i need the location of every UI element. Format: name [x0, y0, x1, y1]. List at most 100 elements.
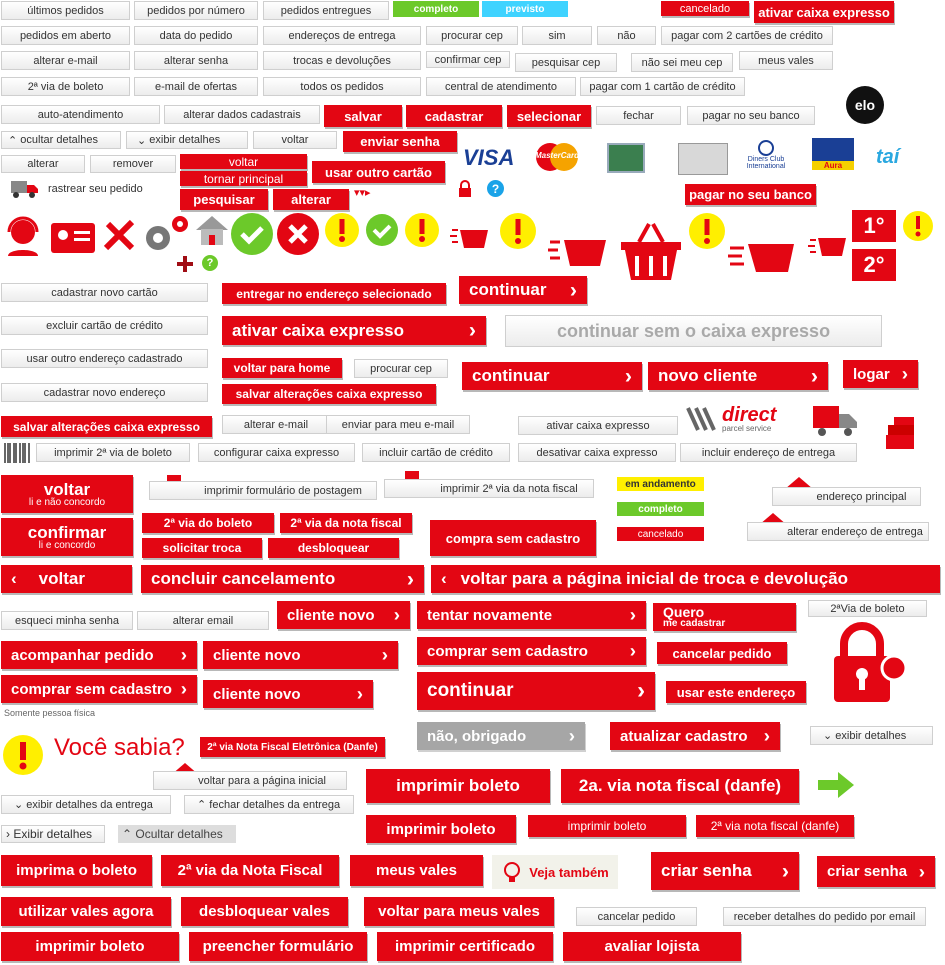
- fechar-button[interactable]: fechar: [596, 106, 681, 125]
- usar-este-endereco-button[interactable]: usar este endereço: [666, 681, 806, 703]
- atualizar-cadastro-button[interactable]: atualizar cadastro: [610, 722, 780, 750]
- voltar-gray-button[interactable]: voltar: [253, 131, 337, 149]
- exibir-detalhes-2-button[interactable]: ⌄ exibir detalhes: [810, 726, 933, 745]
- exibir-detalhes-3-button[interactable]: › Exibir detalhes: [1, 825, 105, 843]
- alterar-dados-button[interactable]: alterar dados cadastrais: [164, 105, 320, 124]
- confirmar-cep-button[interactable]: confirmar cep: [426, 51, 510, 68]
- avaliar-lojista-button[interactable]: avaliar lojista: [563, 932, 741, 961]
- continuar-sem-caixa-button[interactable]: continuar sem o caixa expresso: [505, 315, 882, 347]
- pedidos-numero-button[interactable]: pedidos por número: [134, 1, 258, 20]
- ocultar-detalhes-2-button[interactable]: ⌃ Ocultar detalhes: [118, 825, 236, 843]
- configurar-caixa-button[interactable]: configurar caixa expresso: [198, 443, 355, 462]
- excluir-cartao-button[interactable]: excluir cartão de crédito: [1, 316, 208, 335]
- cliente-novo-3-button[interactable]: cliente novo: [203, 680, 373, 708]
- pesquisar-button[interactable]: pesquisar: [180, 189, 268, 210]
- exibir-detalhes-entrega-button[interactable]: ⌄ exibir detalhes da entrega: [1, 795, 171, 814]
- remover-button[interactable]: remover: [90, 155, 176, 173]
- nao-button[interactable]: não: [597, 26, 656, 45]
- data-pedido-button[interactable]: data do pedido: [134, 26, 258, 45]
- alterar-email-button[interactable]: alterar e-mail: [1, 51, 130, 70]
- tentar-novamente-button[interactable]: tentar novamente: [417, 601, 646, 629]
- pagar-1-cartao-button[interactable]: pagar com 1 cartão de crédito: [580, 77, 745, 96]
- imprimir-nota-button[interactable]: imprimir 2ª via da nota fiscal: [384, 479, 594, 498]
- cadastrar-cartao-button[interactable]: cadastrar novo cartão: [1, 283, 208, 302]
- entregar-endereco-button[interactable]: entregar no endereço selecionado: [222, 283, 446, 304]
- voltar-wide-button[interactable]: ‹voltar: [1, 565, 132, 593]
- alterar-gray-button[interactable]: alterar: [1, 155, 85, 173]
- imprimir-boleto-button[interactable]: imprimir boleto: [366, 769, 550, 803]
- ativar-caixa-top-button[interactable]: ativar caixa expresso: [754, 1, 894, 23]
- imprimir-boleto-4-button[interactable]: imprimir boleto: [1, 932, 179, 961]
- cliente-novo-button[interactable]: cliente novo: [277, 601, 410, 629]
- pagar-2-cartoes-button[interactable]: pagar com 2 cartões de crédito: [661, 26, 833, 45]
- enderecos-entrega-button[interactable]: endereços de entrega: [263, 26, 421, 45]
- imprimir-certificado-button[interactable]: imprimir certificado: [377, 932, 553, 961]
- salvar-alteracoes-2-button[interactable]: salvar alterações caixa expresso: [1, 416, 212, 437]
- alterar-endereco-button[interactable]: alterar endereço de entrega: [747, 522, 929, 541]
- pagar-banco-gray-button[interactable]: pagar no seu banco: [687, 106, 815, 125]
- exibir-detalhes-button[interactable]: ⌄ exibir detalhes: [126, 131, 248, 149]
- nao-sei-cep-button[interactable]: não sei meu cep: [631, 53, 733, 72]
- pesquisar-cep-button[interactable]: pesquisar cep: [515, 53, 617, 72]
- cancelar-pedido-gray-button[interactable]: cancelar pedido: [576, 907, 697, 926]
- imprimir-boleto-2-button[interactable]: imprimir boleto: [366, 815, 516, 843]
- desativar-caixa-button[interactable]: desativar caixa expresso: [518, 443, 676, 462]
- salvar-button[interactable]: salvar: [324, 105, 402, 127]
- via-danfe-big-button[interactable]: 2a. via nota fiscal (danfe): [561, 769, 799, 803]
- tornar-principal-button[interactable]: tornar principal: [180, 171, 307, 186]
- rastrear-pedido-link[interactable]: rastrear seu pedido: [10, 178, 150, 200]
- compra-sem-cadastro-button[interactable]: compra sem cadastro: [430, 520, 596, 556]
- voltar-inicial-button[interactable]: voltar para a página inicial: [153, 771, 347, 790]
- imprima-boleto-button[interactable]: imprima o boleto: [1, 855, 152, 886]
- veja-tambem-panel[interactable]: Veja também: [492, 855, 618, 889]
- desbloquear-vales-button[interactable]: desbloquear vales: [181, 897, 348, 926]
- procurar-cep-2-button[interactable]: procurar cep: [354, 359, 448, 378]
- via-nota-fiscal-button[interactable]: 2ª via da Nota Fiscal: [161, 855, 339, 886]
- nao-obrigado-button[interactable]: não, obrigado: [417, 722, 585, 750]
- alterar-red-button[interactable]: alterar: [273, 189, 349, 210]
- imprimir-formulario-button[interactable]: imprimir formulário de postagem: [149, 481, 377, 500]
- continuar-mid-button[interactable]: continuar: [462, 362, 642, 390]
- imprimir-via-boleto-button[interactable]: imprimir 2ª via de boleto: [36, 443, 190, 462]
- alterar-senha-button[interactable]: alterar senha: [134, 51, 258, 70]
- logar-button[interactable]: logar: [843, 360, 918, 388]
- cliente-novo-2-button[interactable]: cliente novo: [203, 641, 398, 669]
- criar-senha-button[interactable]: criar senha: [651, 852, 799, 890]
- enviar-email-button[interactable]: enviar para meu e-mail: [326, 415, 470, 434]
- central-atendimento-button[interactable]: central de atendimento: [426, 77, 576, 96]
- fechar-detalhes-entrega-button[interactable]: ⌃ fechar detalhes da entrega: [184, 795, 354, 814]
- pedidos-em-aberto-button[interactable]: pedidos em aberto: [1, 26, 130, 45]
- via-boleto-gray-button[interactable]: 2ª via de boleto: [1, 77, 130, 96]
- voltar-pagina-troca-button[interactable]: ‹voltar para a página inicial de troca e…: [431, 565, 940, 593]
- usar-outro-cartao-button[interactable]: usar outro cartão: [312, 161, 445, 183]
- selecionar-button[interactable]: selecionar: [507, 105, 591, 127]
- alterar-email-2-button[interactable]: alterar e-mail: [222, 415, 330, 434]
- voltar-home-button[interactable]: voltar para home: [222, 358, 342, 378]
- preencher-formulario-button[interactable]: preencher formulário: [189, 932, 367, 961]
- via-nota-danfe-button[interactable]: 2ª via Nota Fiscal Eletrônica (Danfe): [200, 737, 385, 757]
- voltar-nao-concordo-button[interactable]: voltar li e não concordo: [1, 475, 133, 513]
- novo-cliente-button[interactable]: novo cliente: [648, 362, 828, 390]
- usar-outro-endereco-button[interactable]: usar outro endereço cadastrado: [1, 349, 208, 368]
- alterar-email-3-button[interactable]: alterar email: [137, 611, 269, 630]
- confirmar-concordo-button[interactable]: confirmar li e concordo: [1, 518, 133, 556]
- sim-button[interactable]: sim: [522, 26, 592, 45]
- concluir-cancelamento-button[interactable]: concluir cancelamento: [141, 565, 424, 593]
- pedidos-entregues-button[interactable]: pedidos entregues: [263, 1, 389, 20]
- voltar-red-small-button[interactable]: voltar: [180, 154, 307, 169]
- cadastrar-button[interactable]: cadastrar: [406, 105, 502, 127]
- acompanhar-pedido-button[interactable]: acompanhar pedido: [1, 641, 197, 669]
- cancelar-pedido-button[interactable]: cancelar pedido: [657, 642, 787, 664]
- comprar-sem-cadastro-2-button[interactable]: comprar sem cadastro: [1, 675, 197, 703]
- continuar-big-button[interactable]: continuar: [417, 672, 655, 710]
- email-ofertas-button[interactable]: e-mail de ofertas: [134, 77, 258, 96]
- trocas-devolucoes-button[interactable]: trocas e devoluções: [263, 51, 421, 70]
- ultimos-pedidos-button[interactable]: últimos pedidos: [1, 1, 130, 20]
- salvar-alteracoes-button[interactable]: salvar alterações caixa expresso: [222, 384, 436, 404]
- via-do-boleto-button[interactable]: 2ª via do boleto: [142, 513, 274, 533]
- enviar-senha-button[interactable]: enviar senha: [343, 131, 457, 152]
- quero-cadastrar-button[interactable]: Quero me cadastrar: [653, 603, 796, 631]
- ocultar-detalhes-button[interactable]: ⌃ ocultar detalhes: [1, 131, 121, 149]
- via-danfe-small-button[interactable]: 2ª via nota fiscal (danfe): [696, 815, 854, 837]
- incluir-endereco-button[interactable]: incluir endereço de entrega: [680, 443, 857, 462]
